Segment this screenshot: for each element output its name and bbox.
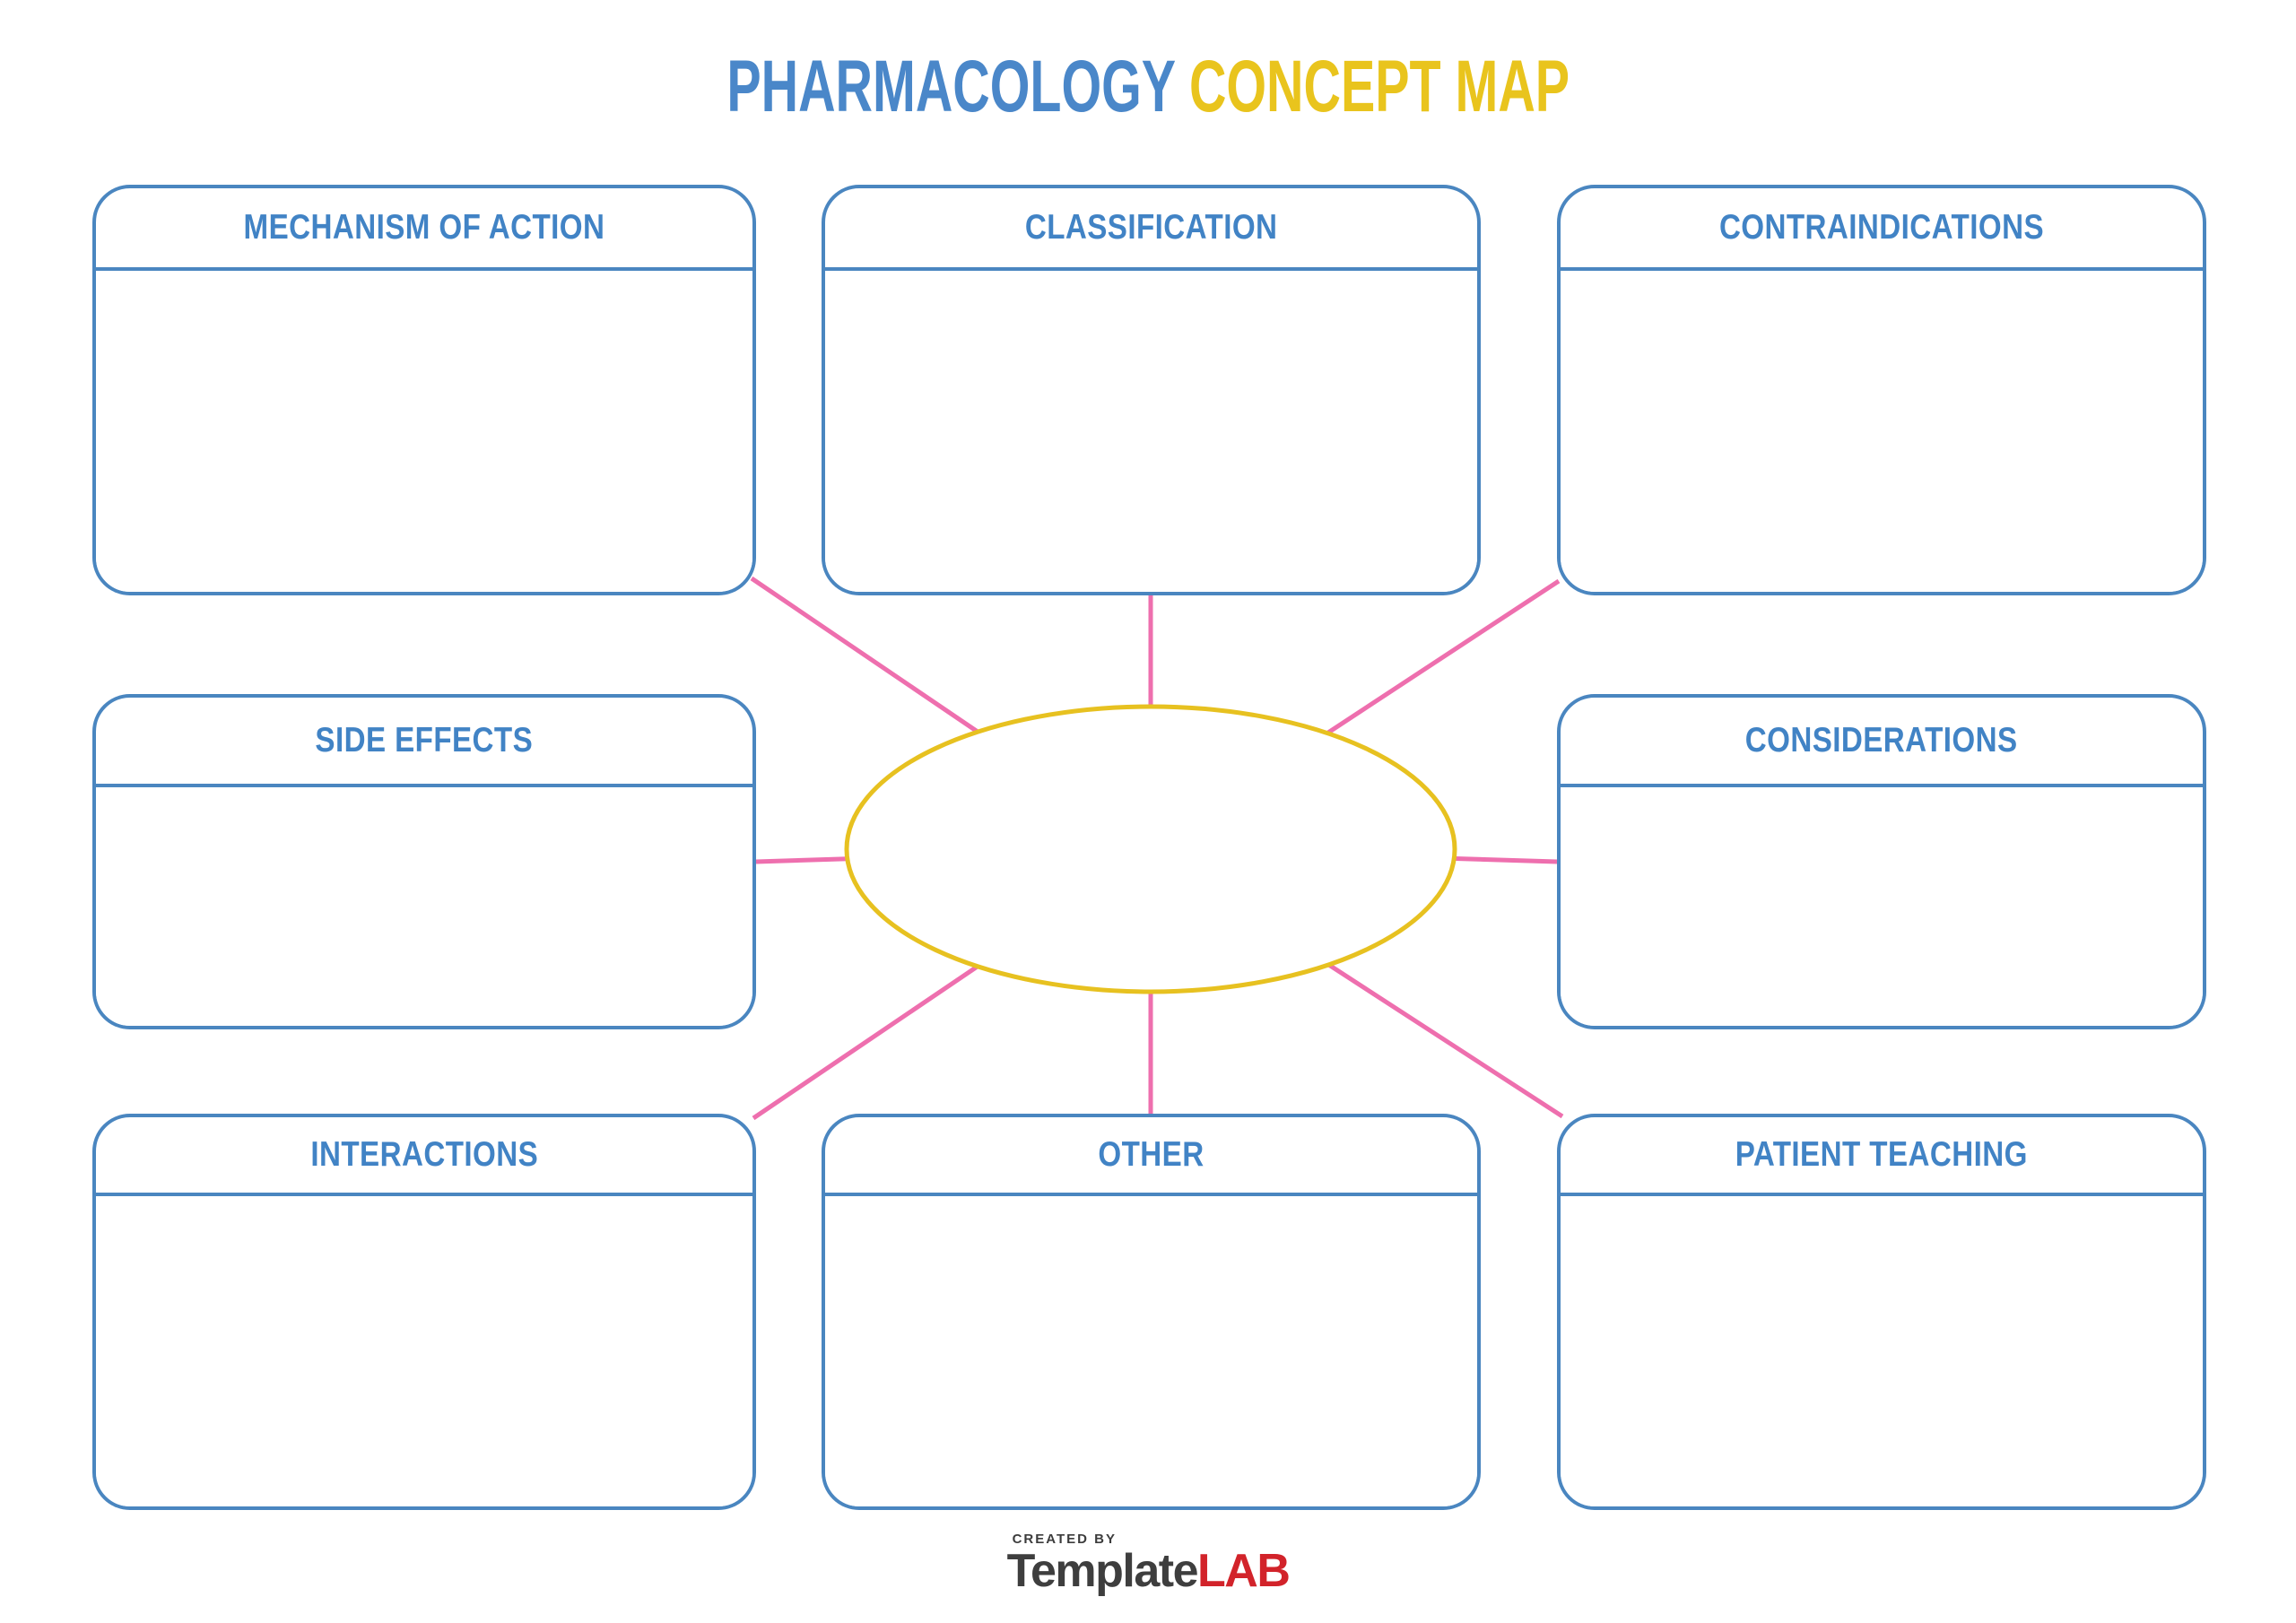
box-header-mechanism-of-action: MECHANISM OF ACTION xyxy=(96,188,752,271)
box-title-contraindications: CONTRAINDICATIONS xyxy=(1718,208,2045,247)
box-header-patient-teaching: PATIENT TEACHING xyxy=(1561,1117,2203,1196)
created-by-label: CREATED BY xyxy=(1012,1532,1117,1547)
box-title-mechanism-of-action: MECHANISM OF ACTION xyxy=(243,208,605,247)
footer: CREATED BY TemplateLAB xyxy=(0,1532,2296,1594)
box-header-classification: CLASSIFICATION xyxy=(825,188,1477,271)
box-title-interactions: INTERACTIONS xyxy=(310,1135,538,1174)
logo-text-template: Template xyxy=(1006,1545,1199,1597)
box-mechanism-of-action: MECHANISM OF ACTION xyxy=(92,185,756,595)
contraindications-notes-area[interactable] xyxy=(1561,271,2203,592)
interactions-notes-area[interactable] xyxy=(96,1196,752,1506)
box-title-classification: CLASSIFICATION xyxy=(1024,208,1278,247)
box-header-considerations: CONSIDERATIONS xyxy=(1561,698,2203,787)
page-title-pharmacology: PHARMACOLOGY xyxy=(726,46,1175,127)
box-header-contraindications: CONTRAINDICATIONS xyxy=(1561,188,2203,271)
box-other: OTHER xyxy=(822,1114,1481,1510)
logo-text-lab: LAB xyxy=(1197,1545,1291,1597)
box-title-side-effects: SIDE EFFECTS xyxy=(315,721,534,759)
box-classification: CLASSIFICATION xyxy=(822,185,1481,595)
considerations-notes-area[interactable] xyxy=(1561,787,2203,1026)
mechanism-of-action-notes-area[interactable] xyxy=(96,271,752,592)
box-contraindications: CONTRAINDICATIONS xyxy=(1557,185,2206,595)
box-header-side-effects: SIDE EFFECTS xyxy=(96,698,752,787)
center-drug-name-ellipse[interactable] xyxy=(844,704,1457,994)
box-title-patient-teaching: PATIENT TEACHING xyxy=(1735,1135,2028,1174)
classification-notes-area[interactable] xyxy=(825,271,1477,592)
box-side-effects: SIDE EFFECTS xyxy=(92,694,756,1029)
templatelab-logo: CREATED BY TemplateLAB xyxy=(1006,1532,1291,1597)
box-title-considerations: CONSIDERATIONS xyxy=(1745,721,2018,759)
page-title: PHARMACOLOGY CONCEPT MAP xyxy=(0,46,2296,127)
box-title-other: OTHER xyxy=(1098,1135,1205,1174)
page-title-concept-map: CONCEPT MAP xyxy=(1188,46,1570,127)
box-interactions: INTERACTIONS xyxy=(92,1114,756,1510)
box-header-interactions: INTERACTIONS xyxy=(96,1117,752,1196)
patient-teaching-notes-area[interactable] xyxy=(1561,1196,2203,1506)
box-patient-teaching: PATIENT TEACHING xyxy=(1557,1114,2206,1510)
box-considerations: CONSIDERATIONS xyxy=(1557,694,2206,1029)
side-effects-notes-area[interactable] xyxy=(96,787,752,1026)
other-notes-area[interactable] xyxy=(825,1196,1477,1506)
box-header-other: OTHER xyxy=(825,1117,1477,1196)
templatelab-wordmark: TemplateLAB xyxy=(1006,1545,1291,1597)
